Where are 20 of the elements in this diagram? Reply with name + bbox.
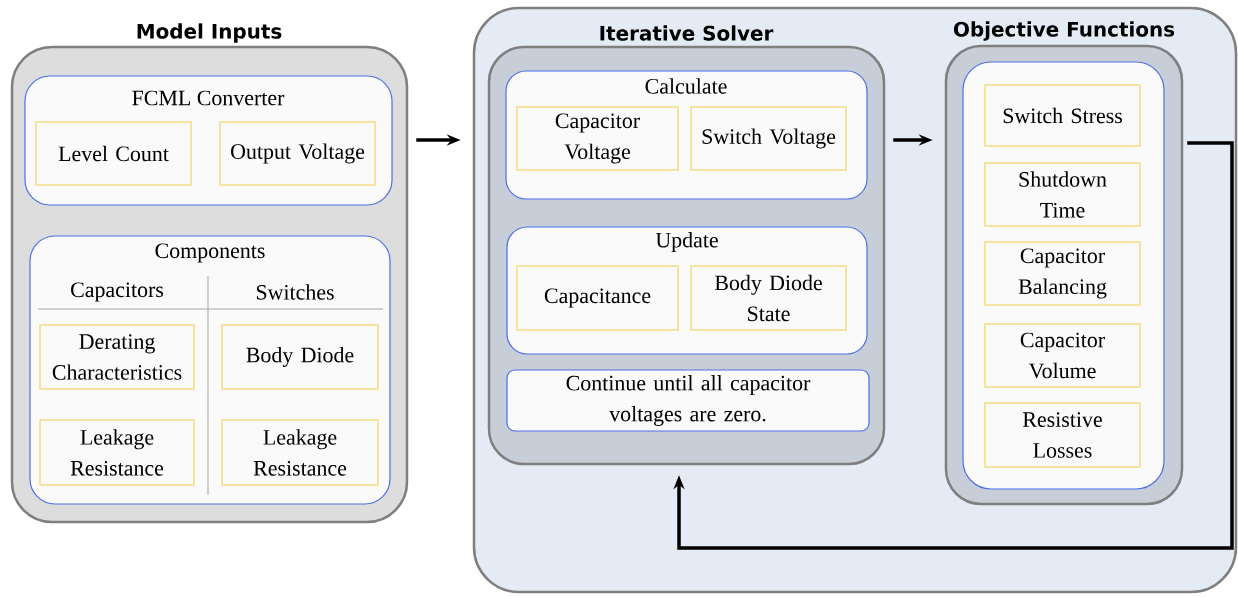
item-box: Derating Characteristics bbox=[39, 324, 195, 390]
item-box: Switch Voltage bbox=[690, 106, 847, 171]
item-box: Capacitor Balancing bbox=[984, 241, 1141, 306]
item-box: Capacitor Voltage bbox=[516, 106, 679, 171]
item-box: Body Diode bbox=[221, 324, 379, 390]
item-box: Leakage Resistance bbox=[39, 419, 195, 486]
arrow bbox=[673, 141, 1234, 550]
item-box: Shutdown Time bbox=[984, 162, 1141, 227]
item-box: Capacitor Volume bbox=[984, 323, 1141, 388]
node-label: Iterative Solver bbox=[600, 25, 774, 41]
item-box: Output Voltage bbox=[219, 121, 376, 186]
rounded-box: Continue until all capacitor voltages are zero. bbox=[506, 369, 870, 432]
item-box: Body Diode State bbox=[690, 265, 847, 331]
item-box: Level Count bbox=[35, 121, 192, 186]
item-box: Resistive Losses bbox=[984, 402, 1141, 468]
item-box: Capacitance bbox=[516, 265, 679, 331]
item-box: Switch Stress bbox=[984, 84, 1141, 147]
item-box: Leakage Resistance bbox=[221, 419, 379, 486]
node-label: Objective Functions bbox=[953, 21, 1175, 41]
node-label: Model Inputs bbox=[137, 23, 282, 43]
